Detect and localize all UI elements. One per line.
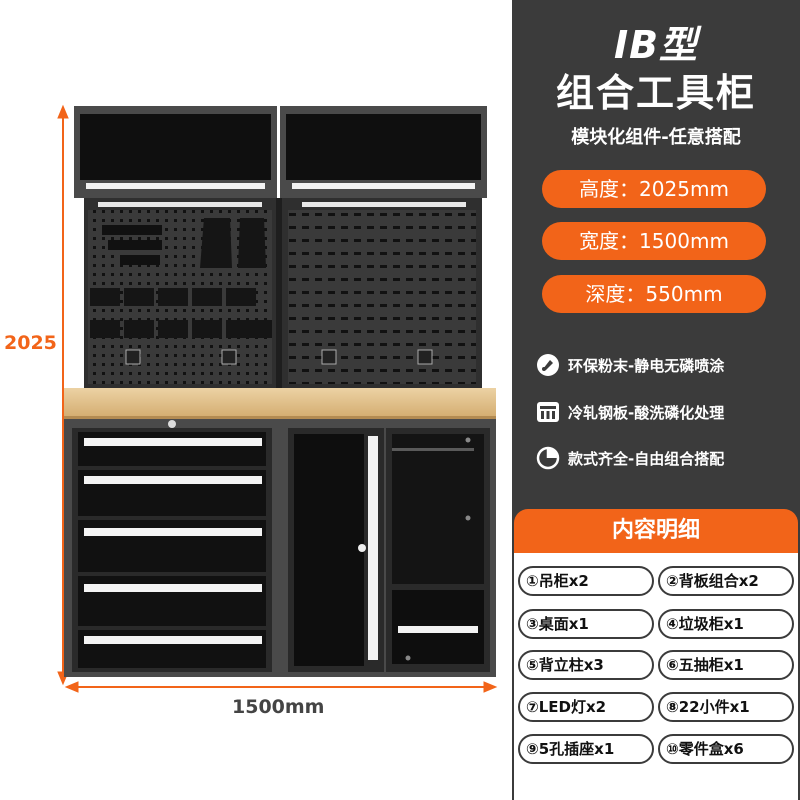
steel-plate-icon bbox=[536, 400, 560, 424]
height-dimension-label: 2025 bbox=[4, 332, 57, 354]
spec-height: 高度：2025mm bbox=[542, 170, 766, 208]
spec-depth: 深度：550mm bbox=[542, 275, 766, 313]
tool-cabinet-illustration bbox=[57, 104, 498, 693]
width-dimension-label: 1500mm bbox=[232, 696, 325, 718]
width-dimension-arrow bbox=[64, 681, 498, 693]
details-title: 内容明细 bbox=[514, 509, 798, 553]
list-item: ⑨5孔插座x1 bbox=[518, 734, 654, 764]
paint-brush-icon bbox=[536, 353, 560, 377]
list-item: ①吊柜x2 bbox=[518, 566, 654, 596]
feature-styles-text: 款式齐全-自由组合搭配 bbox=[568, 449, 725, 468]
spec-width: 宽度：1500mm bbox=[542, 222, 766, 260]
pegboard-left bbox=[84, 198, 276, 388]
feature-coating-text: 环保粉末-静电无磷喷涂 bbox=[568, 356, 725, 375]
product-title: 组合工具柜 bbox=[555, 71, 756, 115]
list-item: ⑦LED灯x2 bbox=[518, 692, 654, 722]
list-item: ⑧22小件x1 bbox=[658, 692, 794, 722]
wooden-worktop bbox=[64, 388, 496, 419]
feature-styles: 款式齐全-自由组合搭配 bbox=[536, 444, 724, 472]
list-item: ⑩零件盒x6 bbox=[658, 734, 794, 764]
list-item: ⑥五抽柜x1 bbox=[658, 650, 794, 680]
five-drawer-cabinet bbox=[72, 420, 272, 672]
feature-coating: 环保粉末-静电无磷喷涂 bbox=[536, 351, 724, 379]
wall-cabinet-left bbox=[74, 106, 277, 198]
wall-cabinet-right bbox=[280, 106, 487, 198]
feature-steel: 冷轧钢板-酸洗磷化处理 bbox=[536, 398, 724, 426]
open-shelf-cabinet bbox=[386, 428, 490, 672]
pie-chart-icon bbox=[536, 446, 560, 470]
pegboard-right bbox=[282, 198, 482, 388]
waste-bin-cabinet bbox=[288, 428, 384, 672]
list-item: ④垃圾柜x1 bbox=[658, 609, 794, 639]
list-item: ③桌面x1 bbox=[518, 609, 654, 639]
list-item: ⑤背立柱x3 bbox=[518, 650, 654, 680]
feature-steel-text: 冷轧钢板-酸洗磷化处理 bbox=[568, 403, 725, 422]
model-title: IB型 bbox=[613, 23, 699, 67]
tagline: 模块化组件-任意搭配 bbox=[571, 127, 741, 148]
list-item: ②背板组合x2 bbox=[658, 566, 794, 596]
